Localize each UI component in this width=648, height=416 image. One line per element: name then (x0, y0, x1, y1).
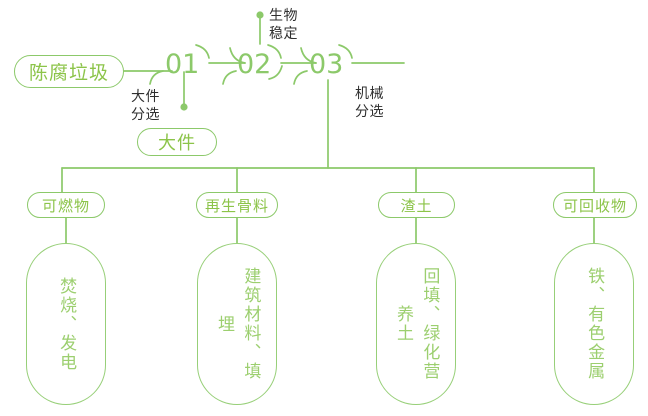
step-number-01: 01 (165, 49, 200, 80)
output-usage-text-1: 建筑材料、填埋 (214, 267, 261, 381)
dot-dajian (180, 103, 188, 111)
arc-02-top (267, 44, 282, 59)
step-number-03: 03 (309, 49, 344, 80)
arc-01-top (195, 44, 210, 59)
output-usage-box-3[interactable]: 铁、有色金属 (554, 243, 634, 405)
arc-02-left (229, 47, 246, 64)
output-pill-3[interactable]: 可回收物 (553, 192, 637, 218)
arc-02-bottom-right (268, 65, 283, 80)
arc-03-bottom (293, 70, 308, 85)
arc-01-bottom (149, 70, 164, 85)
step-03-process-label: 机械 分选 (355, 86, 384, 120)
output-pill-0-label: 可燃物 (41, 196, 90, 215)
output-pill-2[interactable]: 渣土 (378, 192, 455, 218)
output-usage-box-2[interactable]: 回填、绿化营养土 (376, 243, 456, 405)
output-usage-text-3: 铁、有色金属 (584, 267, 605, 381)
output-usage-box-0[interactable]: 焚烧、发电 (26, 243, 106, 405)
output-pill-3-label: 可回收物 (562, 196, 627, 215)
arc-02-bottom-left (222, 70, 237, 85)
step-01-process-label: 大件 分选 (131, 89, 160, 123)
output-pill-2-label: 渣土 (400, 196, 433, 215)
side-output-node[interactable]: 大件 (137, 128, 217, 156)
output-usage-box-1[interactable]: 建筑材料、填埋 (197, 243, 277, 405)
output-pill-1-label: 再生骨料 (204, 196, 269, 215)
output-usage-text-2: 回填、绿化营养土 (393, 267, 440, 381)
step-number-02: 02 (237, 49, 272, 80)
source-node-label: 陈腐垃圾 (28, 62, 109, 84)
output-pill-0[interactable]: 可燃物 (27, 192, 105, 218)
output-pill-1[interactable]: 再生骨料 (196, 192, 278, 218)
output-usage-text-0: 焚烧、发电 (56, 276, 77, 372)
dot-bio (256, 11, 264, 19)
step-02-process-label: 生物 稳定 (269, 8, 298, 42)
arc-03-left (300, 47, 317, 64)
arc-03-top (338, 44, 353, 59)
source-node[interactable]: 陈腐垃圾 (14, 55, 124, 88)
side-output-label: 大件 (158, 133, 196, 154)
